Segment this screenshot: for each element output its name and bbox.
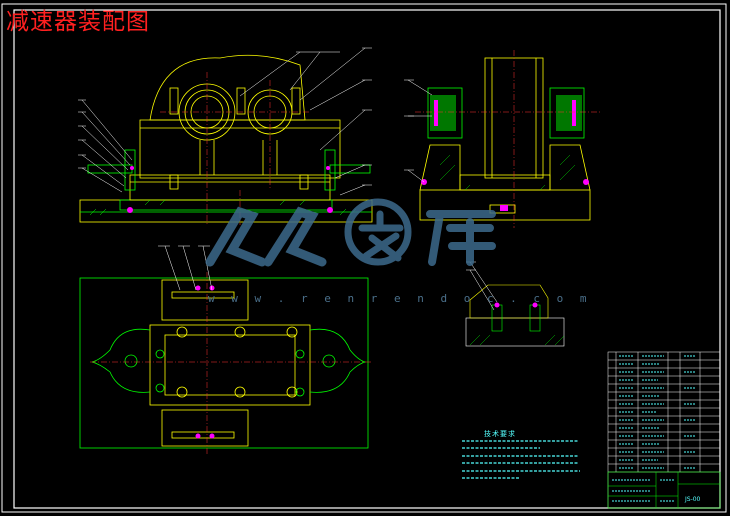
tech-requirements-lines: [462, 440, 580, 479]
detail-view: [465, 284, 565, 347]
top-view-markers: [195, 285, 215, 439]
front-view: [79, 54, 373, 223]
side-centerlines: [415, 50, 600, 228]
inner-frame: [13, 9, 721, 509]
detail-markers: [494, 302, 538, 308]
title-block-code: JS-00: [685, 496, 701, 503]
top-centerlines: [90, 272, 372, 454]
side-view-fill: [421, 95, 589, 211]
front-leaders: [81, 47, 366, 196]
side-hatch: [439, 154, 576, 191]
watermark-url: w w w . r e n r e n d o c . c o m: [208, 292, 592, 305]
front-leader-ticks: [78, 47, 372, 186]
top-housing: [149, 324, 311, 406]
top-view: [91, 279, 367, 447]
outer-frame: [1, 3, 727, 513]
top-leaders: [158, 245, 213, 291]
detail-hatch: [469, 334, 565, 346]
front-view-markers: [127, 166, 333, 213]
side-leaders: [404, 79, 433, 183]
gearbox-body: [139, 119, 341, 179]
top-view-frame: [79, 277, 369, 449]
bill-of-materials: [607, 351, 721, 509]
watermark-logo: [205, 198, 496, 267]
bom-text: [612, 355, 696, 502]
lower-housing: [129, 174, 331, 201]
drawing-title: 减速器装配图: [6, 9, 150, 35]
front-centerlines: [160, 72, 310, 225]
technical-requirements-title: 技术要求: [484, 430, 516, 438]
side-view: [419, 57, 591, 221]
detail-leaders: [466, 261, 498, 311]
